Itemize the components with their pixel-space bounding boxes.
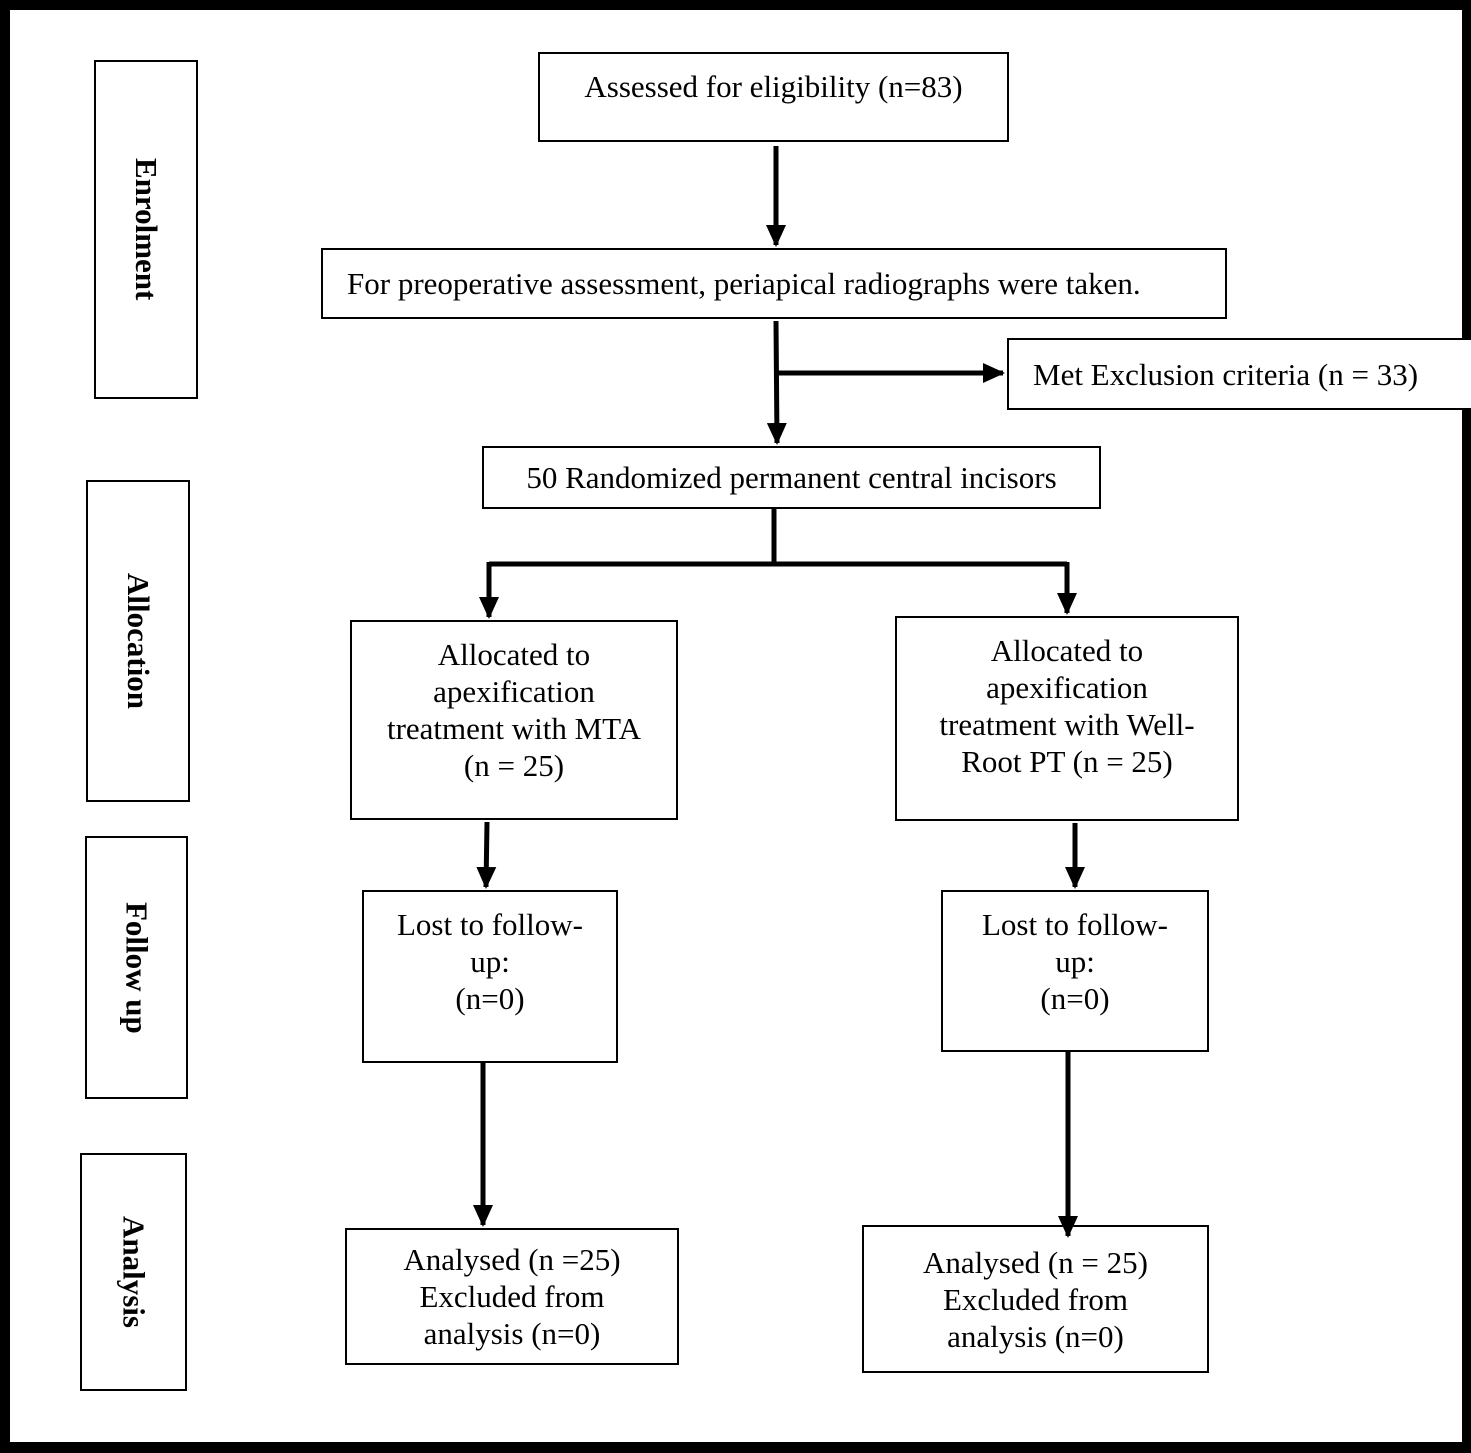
box-assessed-eligibility: Assessed for eligibility (n=83) xyxy=(538,52,1009,142)
stage-allocation: Allocation xyxy=(86,480,190,802)
box-randomized: 50 Randomized permanent central incisors xyxy=(482,446,1101,509)
stage-analysis: Analysis xyxy=(80,1153,187,1391)
box-analysed-wellroot: Analysed (n = 25) Excluded from analysis… xyxy=(862,1225,1209,1373)
stage-follow-up: Follow up xyxy=(85,836,188,1099)
stage-analysis-label: Analysis xyxy=(116,1216,152,1328)
box-allocated-wellroot-text: Allocated to apexification treatment wit… xyxy=(939,633,1195,779)
stage-allocation-label: Allocation xyxy=(121,572,156,710)
box-randomized-text: 50 Randomized permanent central incisors xyxy=(526,460,1057,495)
box-allocated-mta-text: Allocated to apexification treatment wit… xyxy=(386,637,642,783)
box-allocated-mta: Allocated to apexification treatment wit… xyxy=(350,620,678,820)
box-analysed-mta-text: Analysed (n =25) Excluded from analysis … xyxy=(403,1242,621,1351)
box-assessed-eligibility-text: Assessed for eligibility (n=83) xyxy=(584,69,963,104)
box-lost-followup-mta: Lost to follow- up: (n=0) xyxy=(362,890,618,1063)
box-preoperative-assessment-text: For preoperative assessment, periapical … xyxy=(347,266,1141,301)
box-met-exclusion-text: Met Exclusion criteria (n = 33) xyxy=(1033,356,1419,392)
stage-follow-up-label: Follow up xyxy=(119,901,155,1034)
box-lost-followup-mta-text: Lost to follow- up: (n=0) xyxy=(397,907,583,1016)
box-lost-followup-wellroot: Lost to follow- up: (n=0) xyxy=(941,890,1209,1052)
diagram-canvas xyxy=(10,10,1462,1442)
box-met-exclusion: Met Exclusion criteria (n = 33) xyxy=(1007,338,1471,410)
stage-enrolment-label: Enrolment xyxy=(129,158,164,301)
stage-enrolment: Enrolment xyxy=(94,60,198,399)
box-analysed-wellroot-text: Analysed (n = 25) Excluded from analysis… xyxy=(923,1244,1148,1354)
box-lost-followup-wellroot-text: Lost to follow- up: (n=0) xyxy=(982,907,1168,1016)
box-analysed-mta: Analysed (n =25) Excluded from analysis … xyxy=(345,1228,679,1365)
box-preoperative-assessment: For preoperative assessment, periapical … xyxy=(321,248,1227,319)
box-allocated-wellroot: Allocated to apexification treatment wit… xyxy=(895,616,1239,821)
